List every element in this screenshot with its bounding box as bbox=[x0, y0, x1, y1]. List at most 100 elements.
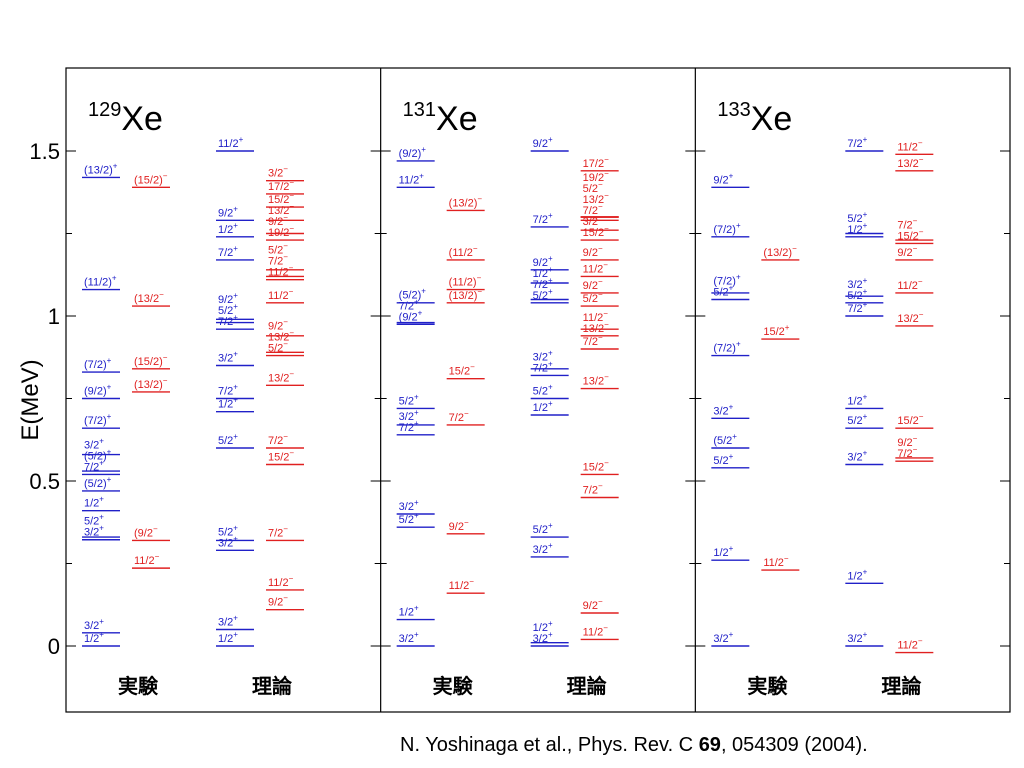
level-parity: + bbox=[112, 274, 117, 283]
level-parity: + bbox=[99, 524, 104, 533]
level-spin: 15/2 bbox=[583, 461, 604, 473]
level-parity: + bbox=[729, 402, 734, 411]
level-spin: 3/2 bbox=[533, 544, 548, 556]
level-parity: + bbox=[729, 630, 734, 639]
level-label: (7/2)+ bbox=[713, 221, 741, 236]
level-spin: 9/2 bbox=[268, 597, 283, 609]
isotope-title: 133Xe bbox=[717, 99, 792, 138]
level-spin: 3/2 bbox=[847, 279, 862, 291]
level-spin: (13/2) bbox=[449, 197, 478, 209]
level-parity: + bbox=[863, 449, 868, 458]
level-label: 9/2+ bbox=[533, 135, 553, 150]
level-parity: + bbox=[414, 419, 419, 428]
level-spin: 3/2 bbox=[84, 439, 99, 451]
level-label: 3/2+ bbox=[847, 449, 867, 464]
level-spin: 15/2 bbox=[897, 230, 918, 242]
level-label: 13/2− bbox=[268, 329, 294, 344]
isotope-element: Xe bbox=[751, 100, 793, 138]
level-label: (15/2)− bbox=[134, 171, 168, 186]
level-spin: 15/2 bbox=[583, 227, 604, 239]
level-spin: 3/2 bbox=[218, 617, 233, 629]
column-title: 理論 bbox=[567, 674, 608, 698]
level-label: 15/2− bbox=[897, 412, 923, 427]
level-spin: 13/2 bbox=[268, 372, 289, 384]
level-label: (13/2)− bbox=[134, 376, 168, 391]
column-title: 実験 bbox=[433, 674, 474, 698]
level-spin: 11/2 bbox=[134, 555, 155, 567]
level-label: 17/2− bbox=[268, 178, 294, 193]
level-spin: 7/2 bbox=[399, 422, 414, 434]
level-spin: (11/2 bbox=[449, 247, 473, 259]
level-parity: + bbox=[107, 447, 112, 456]
level-parity: − bbox=[289, 224, 294, 233]
level-label: 3/2+ bbox=[847, 276, 867, 291]
level-spin: (15/2) bbox=[134, 174, 163, 186]
level-parity: − bbox=[163, 171, 168, 180]
level-parity: + bbox=[99, 630, 104, 639]
level-spin: (7/2) bbox=[713, 343, 736, 355]
level-label: 7/2− bbox=[583, 333, 603, 348]
level-parity: + bbox=[414, 392, 419, 401]
level-parity: − bbox=[473, 244, 478, 253]
level-spin: 5/2 bbox=[218, 305, 233, 317]
level-label: 15/2− bbox=[268, 191, 294, 206]
level-spin: (11/2) bbox=[449, 277, 477, 289]
level-spin: 13/2 bbox=[583, 376, 604, 388]
level-label: 1/2+ bbox=[218, 630, 238, 645]
level-label: 5/2+ bbox=[399, 392, 419, 407]
level-parity: − bbox=[477, 194, 482, 203]
level-label: 3/2+ bbox=[713, 630, 733, 645]
level-spin: 3/2 bbox=[399, 633, 414, 645]
level-label: (7/2)+ bbox=[713, 273, 741, 288]
level-label: 13/2− bbox=[583, 191, 609, 206]
level-label: (9/2)+ bbox=[84, 383, 112, 398]
level-spin: (5/2 bbox=[713, 435, 732, 447]
level-spin: 7/2 bbox=[449, 412, 464, 424]
level-spin: 3/2 bbox=[399, 411, 414, 423]
level-spin: 3/2 bbox=[583, 216, 598, 228]
level-parity: + bbox=[863, 300, 868, 309]
level-spin: 13/2 bbox=[268, 332, 289, 344]
level-spin: 9/2 bbox=[218, 207, 233, 219]
level-label: (7/2)+ bbox=[84, 412, 112, 427]
level-spin: 11/2 bbox=[268, 290, 289, 302]
level-parity: − bbox=[792, 244, 797, 253]
level-spin: 1/2 bbox=[84, 633, 99, 645]
level-parity: − bbox=[289, 369, 294, 378]
level-parity: − bbox=[283, 242, 288, 251]
level-spin: 19/2 bbox=[583, 172, 604, 184]
level-parity: − bbox=[283, 340, 288, 349]
level-spin: 5/2 bbox=[399, 514, 414, 526]
level-label: (5/2)+ bbox=[84, 475, 112, 490]
level-spin: 17/2 bbox=[268, 181, 289, 193]
level-parity: − bbox=[604, 224, 609, 233]
level-parity: + bbox=[414, 511, 419, 520]
level-spin: 9/2 bbox=[268, 321, 283, 333]
level-parity: − bbox=[469, 577, 474, 586]
level-parity: + bbox=[233, 630, 238, 639]
level-label: 9/2+ bbox=[713, 171, 733, 186]
level-label: (5/2+ bbox=[713, 432, 737, 447]
level-parity: − bbox=[283, 524, 288, 533]
level-parity: + bbox=[233, 350, 238, 359]
level-parity: + bbox=[863, 135, 868, 144]
level-spin: (7/2) bbox=[713, 276, 736, 288]
level-label: 5/2+ bbox=[84, 513, 104, 528]
level-parity: − bbox=[289, 449, 294, 458]
level-label: 9/2− bbox=[897, 434, 917, 449]
level-label: 5/2− bbox=[583, 180, 603, 195]
level-spin: 1/2 bbox=[218, 633, 233, 645]
y-axis-label: E(MeV) bbox=[17, 359, 44, 440]
level-spin: (5/2) bbox=[84, 478, 107, 490]
level-spin: (9/2 bbox=[134, 527, 153, 539]
level-spin: 9/2 bbox=[218, 294, 233, 306]
level-spin: 7/2 bbox=[218, 247, 233, 259]
level-spin: 9/2 bbox=[897, 437, 912, 449]
level-label: 11/2− bbox=[583, 260, 609, 275]
level-parity: + bbox=[414, 630, 419, 639]
level-spin: 7/2 bbox=[897, 219, 912, 231]
level-spin: (15/2) bbox=[134, 356, 163, 368]
level-parity: − bbox=[477, 287, 482, 296]
level-parity: − bbox=[283, 594, 288, 603]
level-spin: 11/2 bbox=[583, 312, 604, 324]
